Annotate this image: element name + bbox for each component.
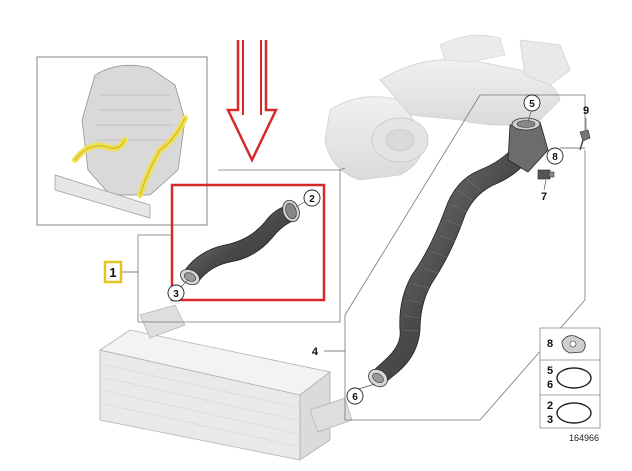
svg-text:6: 6: [547, 379, 553, 391]
seal-ring-icon: [556, 402, 592, 424]
callout-5[interactable]: 5: [523, 94, 541, 112]
svg-text:2: 2: [547, 400, 553, 412]
background-engine-parts: [324, 34, 571, 181]
svg-text:5: 5: [547, 365, 553, 377]
leader-lines: [120, 111, 587, 391]
callout-8[interactable]: 8: [546, 147, 564, 165]
seal-ring-icon: [556, 367, 592, 389]
svg-text:3: 3: [547, 414, 553, 426]
charge-hose-small: [180, 199, 300, 286]
diagram-code: 164966: [569, 433, 599, 443]
legend-row-5-6[interactable]: 5 6: [547, 365, 592, 391]
svg-text:8: 8: [547, 338, 553, 350]
callout-9[interactable]: 9: [583, 105, 589, 117]
callout-4[interactable]: 4: [312, 346, 319, 358]
svg-text:1: 1: [109, 265, 116, 280]
red-down-arrow: [226, 40, 278, 163]
highlight-box: [170, 183, 326, 302]
svg-text:6: 6: [352, 392, 358, 403]
parts-legend: 8 5 6 2 3 164966: [539, 327, 601, 443]
charge-hose-large: [368, 117, 591, 388]
svg-text:2: 2: [309, 194, 315, 205]
engine-overview-inset: [36, 56, 208, 226]
callout-3[interactable]: 3: [167, 284, 185, 302]
svg-text:8: 8: [552, 152, 558, 163]
intercooler: [99, 304, 353, 461]
callout-7[interactable]: 7: [541, 191, 547, 203]
callout-2[interactable]: 2: [303, 189, 321, 207]
svg-text:3: 3: [173, 289, 179, 300]
legend-row-2-3[interactable]: 2 3: [547, 400, 592, 426]
legend-row-8[interactable]: 8: [547, 335, 586, 354]
callout-6[interactable]: 6: [346, 387, 364, 405]
svg-text:5: 5: [529, 99, 535, 110]
main-label-1[interactable]: 1: [103, 260, 123, 284]
